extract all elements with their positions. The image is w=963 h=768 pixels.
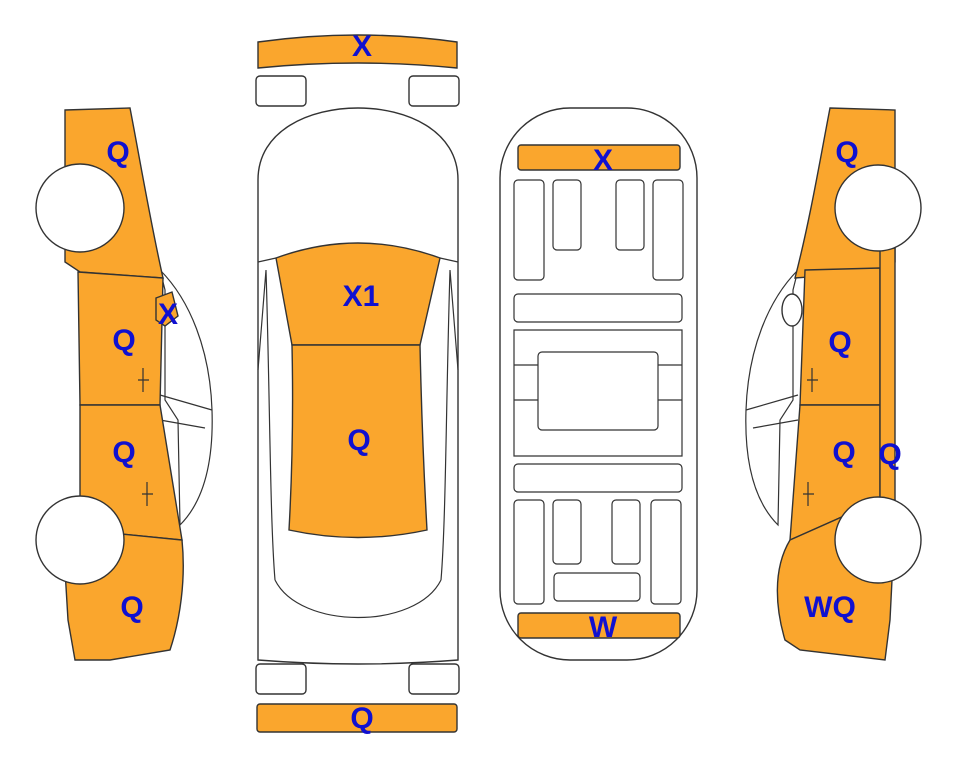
- left-mirror-panel[interactable]: [155, 291, 179, 327]
- underbody-outline: [499, 107, 698, 661]
- label-left-rear-door: Q: [112, 436, 135, 469]
- right-rear-door-handle: [803, 482, 814, 506]
- right-side-window-line: [745, 394, 799, 429]
- left-side-glass-outline: [158, 268, 213, 527]
- label-right-rocker: Q: [878, 438, 901, 471]
- rear-left-light: [255, 663, 307, 695]
- label-right-front-fender: Q: [835, 136, 858, 169]
- underbody-compartment: [513, 293, 683, 323]
- left-rear-door-handle: [142, 482, 153, 506]
- top-view: [255, 34, 460, 733]
- right-side-view: [745, 107, 922, 661]
- front-right-light: [408, 75, 460, 107]
- underbody-compartment: [552, 179, 582, 251]
- underbody-compartment: [552, 499, 582, 565]
- underbody-compartment: [615, 179, 645, 251]
- label-left-rear-quarter: Q: [120, 591, 143, 624]
- label-left-mirror: X: [158, 298, 178, 331]
- label-left-front-fender: Q: [106, 136, 129, 169]
- rear-right-light: [408, 663, 460, 695]
- underbody-compartment: [513, 499, 545, 605]
- underbody-compartment: [652, 179, 684, 281]
- body-side-lines: [257, 257, 459, 619]
- label-underbody-rear: W: [589, 611, 618, 644]
- damage-labels: X Q X1 Q X W Q X Q Q Q Q Q Q Q WQ: [106, 30, 901, 735]
- label-hood: X1: [343, 280, 380, 313]
- front-bumper-panel[interactable]: [257, 34, 458, 69]
- hood-panel[interactable]: [275, 242, 441, 346]
- underbody-rear-panel[interactable]: [517, 612, 681, 639]
- label-left-front-door: Q: [112, 324, 135, 357]
- underbody-center-frame: [513, 329, 683, 457]
- label-rear-bumper: Q: [350, 702, 373, 735]
- left-side-view: [35, 107, 213, 661]
- roof-panel[interactable]: [288, 344, 428, 539]
- underbody-compartment: [553, 572, 641, 602]
- underbody-center-panel: [537, 351, 659, 431]
- right-rear-wheel: [834, 496, 922, 584]
- front-left-light: [255, 75, 307, 107]
- label-right-rear-door: Q: [832, 436, 855, 469]
- right-side-glass-outline: [745, 268, 800, 527]
- underbody-front-panel[interactable]: [517, 144, 681, 171]
- label-right-rear-quarter: WQ: [804, 591, 856, 624]
- label-underbody-front: X: [593, 144, 613, 177]
- left-front-door-handle: [138, 368, 149, 392]
- left-rear-wheel: [35, 495, 125, 585]
- label-right-front-door: Q: [828, 326, 851, 359]
- rear-bumper-panel[interactable]: [256, 703, 458, 733]
- right-mirror: [781, 293, 803, 327]
- underbody-compartment: [513, 179, 545, 281]
- label-front-bumper: X: [352, 30, 372, 63]
- underbody-compartment: [513, 463, 683, 493]
- left-front-wheel: [35, 163, 125, 253]
- underbody-compartment: [650, 499, 682, 605]
- underbody-view: [499, 107, 698, 661]
- label-roof: Q: [347, 424, 370, 457]
- underbody-compartment: [611, 499, 641, 565]
- right-front-wheel: [834, 164, 922, 252]
- left-side-window-line: [159, 394, 213, 429]
- right-front-door-handle: [807, 368, 818, 392]
